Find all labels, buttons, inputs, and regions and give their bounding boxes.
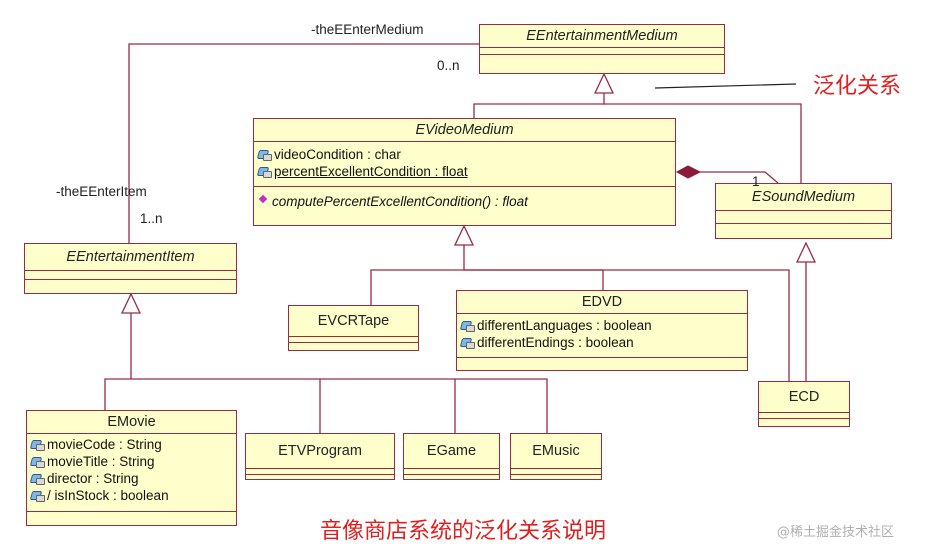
attribute-icon (31, 490, 45, 502)
class-name: EVCRTape (317, 313, 390, 329)
generalization-line-dvd (464, 269, 604, 290)
generalization-annotation: 泛化关系 (813, 74, 902, 99)
class-name: EMusic (532, 443, 580, 459)
class-music[interactable]: EMusic (510, 433, 602, 480)
attribute-section (289, 336, 418, 342)
generalization-arrow-medium (593, 72, 615, 94)
operation-row: computePercentExcellentCondition() : flo… (258, 193, 671, 210)
class-sound-medium[interactable]: ESoundMedium (715, 183, 892, 239)
attribute-icon (258, 166, 272, 178)
generalization-line-movie (104, 378, 131, 410)
class-cd[interactable]: ECD (758, 381, 850, 427)
generalization-line-vcr (370, 269, 464, 305)
operation-section (25, 279, 236, 286)
class-video-medium[interactable]: EVideoMedium videoCondition : char perce… (253, 118, 676, 226)
watermark: @稀土掘金技术社区 (777, 525, 895, 540)
attribute-icon (461, 337, 475, 349)
class-vcr-tape[interactable]: EVCRTape (288, 305, 419, 351)
class-name: EMovie (107, 414, 156, 430)
attribute-row: movieTitle : String (31, 453, 232, 470)
attribute-section: videoCondition : char percentExcellentCo… (254, 141, 675, 186)
operation-section (480, 54, 724, 61)
class-name: ESoundMedium (751, 189, 856, 205)
generalization-arrow-sound (795, 241, 817, 263)
attribute-section: movieCode : String movieTitle : String d… (27, 433, 236, 511)
operation-section (457, 357, 747, 364)
operation-section (511, 474, 601, 478)
attribute-section (716, 210, 891, 223)
operation-section: computePercentExcellentCondition() : flo… (254, 186, 675, 212)
class-name: EGame (426, 443, 477, 459)
multiplicity-label-medium: 0..n (437, 58, 460, 73)
class-entertainment-item[interactable]: EEntertainmentItem (24, 243, 237, 294)
attribute-row: differentLanguages : boolean (461, 317, 743, 334)
attribute-icon (31, 456, 45, 468)
attribute-row: / isInStock : boolean (31, 487, 232, 504)
generalization-line-music (131, 378, 548, 433)
class-name: EDVD (581, 294, 623, 310)
operation-section (246, 474, 394, 478)
attribute-row: differentEndings : boolean (461, 334, 743, 351)
generalization-arrow-video (453, 224, 475, 246)
generalization-line-sound (604, 103, 802, 183)
attribute-icon (461, 320, 475, 332)
composition-line (700, 171, 779, 184)
generalization-line-video (473, 93, 605, 118)
operation-section (716, 223, 891, 230)
composition-diamond (675, 165, 702, 179)
attribute-row: percentExcellentCondition : float (258, 163, 671, 180)
class-movie[interactable]: EMovie movieCode : String movieTitle : S… (26, 410, 237, 526)
operation-section (759, 418, 849, 422)
role-label-item: -theEEnterItem (56, 184, 147, 199)
attribute-row: videoCondition : char (258, 146, 671, 163)
attribute-section (404, 468, 499, 474)
class-entertainment-medium[interactable]: EEntertainmentMedium (479, 24, 725, 74)
attribute-section (759, 412, 849, 418)
diagram-caption: 音像商店系统的泛化关系说明 (320, 519, 607, 544)
attribute-icon (31, 473, 45, 485)
multiplicity-label-item: 1..n (140, 211, 163, 226)
attribute-section (25, 270, 236, 279)
attribute-row: movieCode : String (31, 436, 232, 453)
operation-section (404, 474, 499, 478)
attribute-section (480, 47, 724, 54)
class-tv-program[interactable]: ETVProgram (245, 433, 395, 480)
attribute-icon (31, 439, 45, 451)
operation-icon (258, 196, 270, 207)
attribute-section (511, 468, 601, 474)
multiplicity-label-sound: 1 (752, 174, 760, 189)
association-line (128, 43, 479, 243)
role-label-medium: -theEEnterMedium (311, 22, 424, 37)
class-dvd[interactable]: EDVD differentLanguages : boolean differ… (456, 290, 748, 371)
class-name: ETVProgram (278, 443, 362, 459)
attribute-row: director : String (31, 470, 232, 487)
class-game[interactable]: EGame (403, 433, 500, 480)
operation-section (289, 342, 418, 346)
class-name: ECD (788, 389, 820, 405)
class-name: EEntertainmentItem (66, 249, 195, 265)
operation-section (27, 511, 236, 518)
attribute-icon (258, 149, 272, 161)
class-name: EEntertainmentMedium (526, 28, 678, 44)
generalization-line-cd-video (464, 269, 790, 381)
generalization-arrow-item (120, 292, 142, 314)
attribute-section (246, 468, 394, 474)
attribute-section: differentLanguages : boolean differentEn… (457, 313, 747, 357)
class-name: EVideoMedium (415, 122, 514, 138)
annotation-pointer (654, 83, 797, 89)
